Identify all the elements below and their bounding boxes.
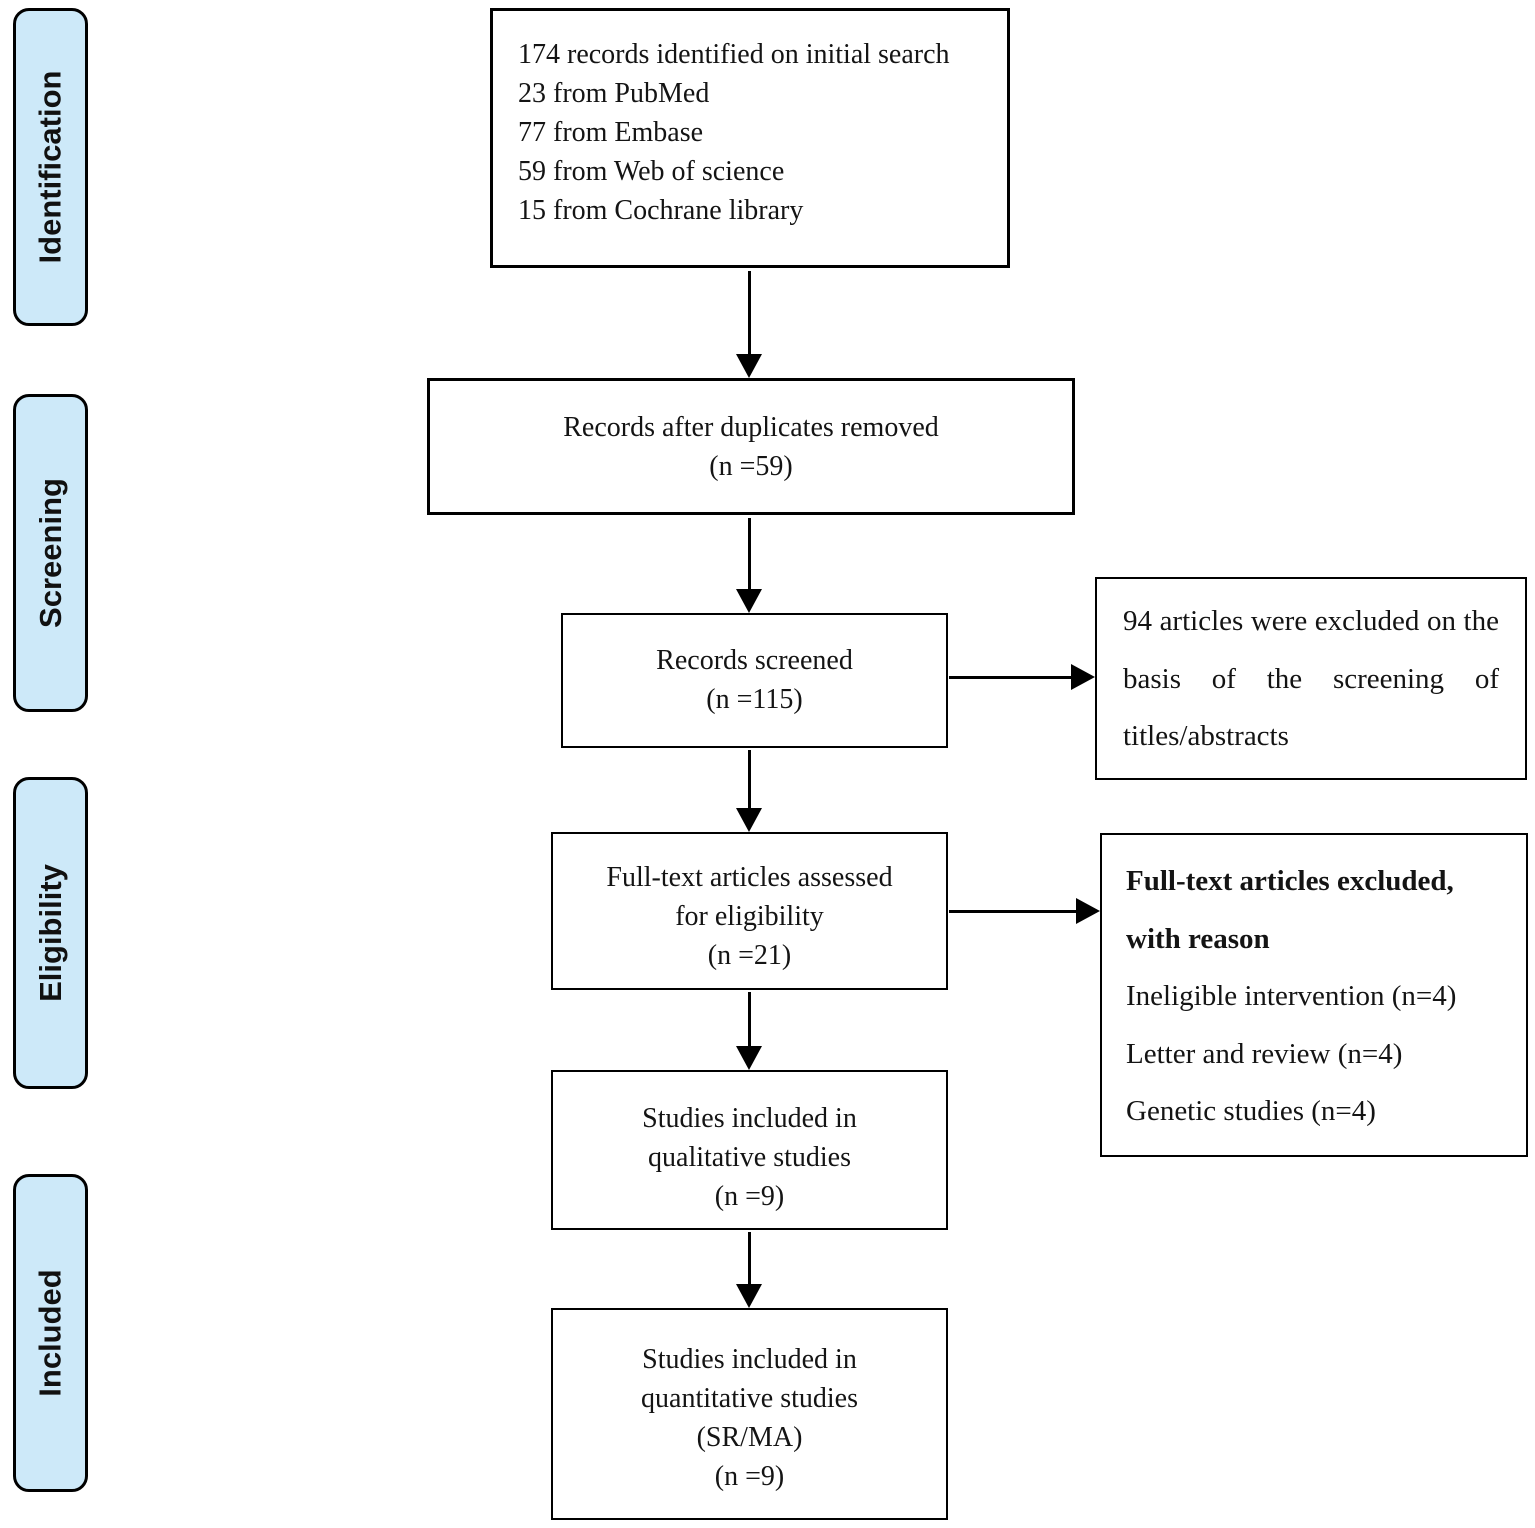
stage-label-text: Eligibility	[32, 864, 68, 1002]
duplicates-removed-count: (n =59)	[709, 451, 793, 482]
quantitative-included-text-1: Studies included in	[642, 1344, 857, 1375]
records-screened-text: Records screened	[656, 645, 853, 676]
stage-label-identification: Identification	[13, 8, 88, 326]
arrow-down-icon	[736, 354, 762, 378]
quantitative-included-count: (n =9)	[714, 1461, 785, 1492]
stage-label-screening: Screening	[13, 394, 88, 712]
arrow-duplicates-to-screened	[736, 518, 762, 613]
box-excluded-fulltext: Full-text articles excluded, with reason…	[1100, 833, 1528, 1157]
excluded-fulltext-heading: Full-text articles excluded, with reason	[1126, 865, 1454, 955]
box-qualitative-included: Studies included in qualitative studies …	[551, 1070, 948, 1230]
box-duplicates-removed: Records after duplicates removed (n =59)	[427, 378, 1075, 515]
stage-label-text: Included	[32, 1269, 68, 1397]
arrow-shaft	[949, 909, 1080, 913]
arrow-shaft	[949, 675, 1075, 679]
arrow-fulltext-to-qualitative	[736, 992, 762, 1070]
records-identified-title: 174 records identified on initial search	[518, 39, 950, 70]
arrow-screened-to-excluded	[949, 664, 1095, 690]
arrow-right-icon	[1071, 664, 1095, 690]
duplicates-removed-text: Records after duplicates removed	[563, 412, 939, 443]
source-embase: 77 from Embase	[518, 117, 704, 148]
excluded-screening-text: 94 articles were excluded on the basis o…	[1123, 605, 1499, 752]
quantitative-included-text-2: quantitative studies	[641, 1383, 858, 1414]
arrow-shaft	[747, 750, 751, 812]
arrow-identified-to-duplicates	[736, 271, 762, 378]
arrow-down-icon	[736, 589, 762, 613]
box-records-screened: Records screened (n =115)	[561, 613, 948, 748]
arrow-fulltext-to-excluded	[949, 898, 1100, 924]
excluded-reason-letter-review: Letter and review (n=4)	[1126, 1037, 1403, 1070]
qualitative-included-text-1: Studies included in	[642, 1103, 857, 1134]
arrow-right-icon	[1076, 898, 1100, 924]
arrow-shaft	[747, 518, 751, 593]
qualitative-included-text-2: qualitative studies	[648, 1142, 851, 1173]
source-cochrane: 15 from Cochrane library	[518, 195, 804, 226]
box-excluded-title-abstract: 94 articles were excluded on the basis o…	[1095, 577, 1527, 780]
arrow-down-icon	[736, 1046, 762, 1070]
stage-label-included: Included	[13, 1174, 88, 1492]
box-fulltext-assessed: Full-text articles assessed for eligibil…	[551, 832, 948, 990]
stage-label-eligibility: Eligibility	[13, 777, 88, 1089]
arrow-shaft	[747, 1232, 751, 1288]
arrow-down-icon	[736, 1284, 762, 1308]
stage-label-text: Identification	[32, 70, 68, 264]
fulltext-assessed-text-1: Full-text articles assessed	[606, 862, 893, 893]
fulltext-assessed-text-2: for eligibility	[675, 901, 824, 932]
box-records-identified: 174 records identified on initial search…	[490, 8, 1010, 268]
source-pubmed: 23 from PubMed	[518, 78, 710, 109]
excluded-reason-genetic: Genetic studies (n=4)	[1126, 1095, 1376, 1127]
quantitative-included-text-3: (SR/MA)	[696, 1422, 803, 1453]
qualitative-included-count: (n =9)	[714, 1181, 785, 1212]
source-web-of-science: 59 from Web of science	[518, 156, 785, 187]
arrow-qualitative-to-quantitative	[736, 1232, 762, 1308]
arrow-shaft	[747, 992, 751, 1050]
arrow-down-icon	[736, 808, 762, 832]
records-screened-count: (n =115)	[706, 684, 803, 715]
excluded-reason-ineligible: Ineligible intervention (n=4)	[1126, 980, 1457, 1012]
arrow-screened-to-fulltext	[736, 750, 762, 832]
box-quantitative-included: Studies included in quantitative studies…	[551, 1308, 948, 1520]
fulltext-assessed-count: (n =21)	[707, 940, 792, 971]
stage-label-text: Screening	[32, 478, 68, 628]
arrow-shaft	[747, 271, 751, 358]
